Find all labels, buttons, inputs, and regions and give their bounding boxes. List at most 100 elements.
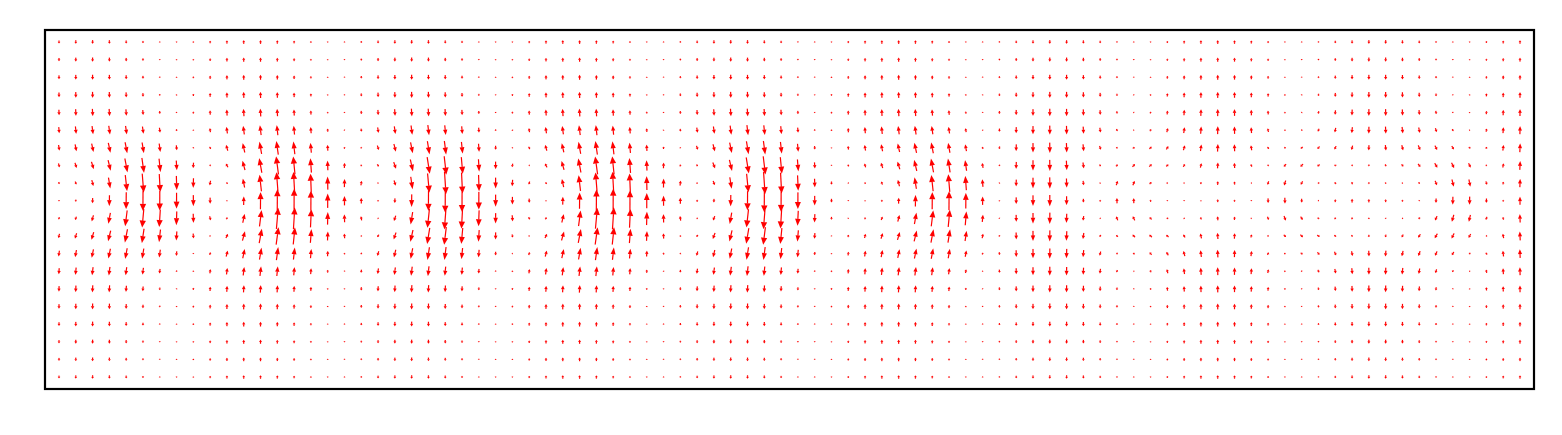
arrow-head: [376, 376, 380, 379]
arrow-head: [947, 268, 951, 272]
arrow-head: [712, 288, 716, 293]
arrow-head: [494, 271, 497, 272]
arrow-shaft: [1318, 164, 1321, 166]
arrow-head: [477, 270, 481, 274]
arrow-shaft: [730, 266, 732, 271]
arrow-shaft: [376, 145, 379, 148]
arrow-head: [1300, 252, 1303, 255]
arrow-shaft: [460, 172, 463, 187]
arrow-shaft: [612, 163, 615, 175]
arrow-head: [393, 376, 397, 379]
arrow-head: [410, 376, 414, 379]
arrow-head: [712, 182, 716, 186]
arrow-head: [628, 304, 632, 307]
arrow-head: [1215, 249, 1220, 255]
arrow-shaft: [544, 218, 547, 220]
arrow-head: [158, 376, 161, 378]
arrow-head: [760, 221, 768, 230]
arrow-head: [679, 306, 682, 308]
arrow-shaft: [410, 176, 413, 183]
arrow-head: [74, 217, 78, 220]
arrow-head: [1400, 252, 1405, 257]
arrow-head: [981, 129, 984, 131]
arrow-head: [963, 230, 968, 237]
arrow-head: [1418, 182, 1421, 184]
arrow-shaft: [1417, 145, 1420, 148]
arrow-head: [1434, 112, 1438, 115]
arrow-head: [158, 324, 161, 325]
arrow-head: [275, 92, 279, 96]
arrow-head: [662, 77, 665, 78]
arrow-head: [292, 58, 296, 60]
arrow-shaft: [713, 232, 716, 236]
arrow-head: [1081, 200, 1085, 203]
arrow-head: [359, 323, 363, 326]
arrow-head: [1417, 129, 1421, 133]
arrow-head: [1064, 217, 1069, 223]
arrow-head: [1300, 234, 1304, 238]
arrow-head: [695, 112, 699, 116]
arrow-head: [762, 129, 767, 136]
arrow-head: [123, 146, 129, 154]
arrow-head: [696, 235, 699, 237]
arrow-shaft: [746, 173, 749, 186]
arrow-head: [1199, 40, 1203, 43]
arrow-head: [441, 237, 449, 245]
arrow-head: [527, 75, 531, 78]
arrow-head: [460, 323, 464, 326]
arrow-head: [426, 77, 431, 80]
arrow-shaft: [560, 236, 564, 241]
arrow-head: [191, 217, 196, 223]
arrow-head: [577, 91, 582, 96]
arrow-head: [644, 176, 650, 184]
arrow-head: [627, 228, 633, 236]
arrow-head: [1115, 376, 1119, 378]
arrow-head: [1047, 129, 1052, 135]
arrow-head: [761, 147, 767, 155]
arrow-head: [830, 305, 833, 307]
arrow-shaft: [158, 143, 161, 148]
arrow-head: [192, 358, 195, 360]
arrow-shaft: [747, 247, 750, 254]
arrow-head: [528, 164, 530, 167]
arrow-head: [325, 160, 330, 166]
arrow-head: [645, 59, 648, 60]
arrow-head: [493, 235, 498, 240]
arrow-shaft: [578, 271, 581, 277]
arrow-head: [156, 203, 163, 211]
arrow-head: [241, 143, 246, 149]
arrow-head: [1317, 146, 1320, 150]
arrow-head: [611, 285, 615, 290]
arrow-head: [1317, 359, 1320, 361]
arrow-head: [359, 77, 363, 79]
arrow-head: [830, 147, 833, 148]
arrow-head: [275, 40, 279, 43]
arrow-head: [913, 57, 917, 60]
arrow-head: [761, 252, 767, 261]
arrow-head: [90, 200, 95, 204]
arrow-head: [1165, 269, 1169, 272]
arrow-head: [544, 322, 548, 325]
arrow-head: [494, 94, 497, 96]
arrow-head: [1350, 306, 1354, 309]
arrow-head: [192, 58, 195, 60]
arrow-head: [1300, 94, 1303, 96]
arrow-head: [208, 40, 212, 43]
arrow-head: [90, 306, 95, 310]
arrow-shaft: [394, 249, 397, 254]
arrow-head: [324, 193, 331, 201]
arrow-shaft: [762, 156, 766, 168]
arrow-head: [645, 305, 648, 307]
arrow-shaft: [931, 165, 935, 173]
arrow-head: [141, 270, 145, 275]
arrow-head: [544, 163, 548, 167]
arrow-head: [107, 129, 112, 135]
arrow-head: [1115, 59, 1119, 61]
arrow-head: [257, 174, 264, 183]
arrow-shaft: [577, 217, 581, 227]
arrow-shaft: [1418, 250, 1421, 254]
arrow-head: [527, 217, 531, 220]
arrow-head: [393, 77, 397, 80]
arrow-shaft: [730, 212, 733, 218]
